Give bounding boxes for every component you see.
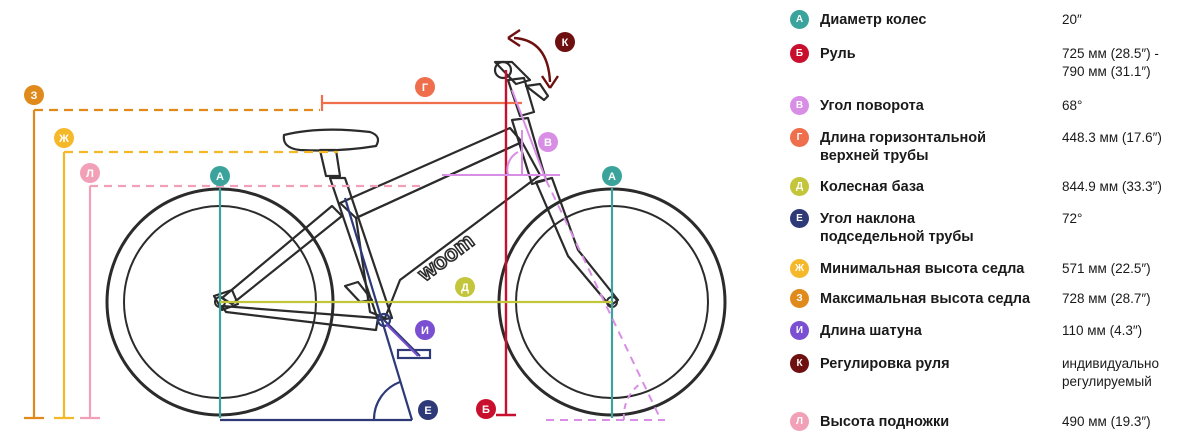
spec-label: Высота подножки — [820, 414, 950, 430]
marker-A-rear: А — [210, 166, 230, 186]
spec-value: 72° — [1062, 211, 1083, 226]
svg-text:Б: Б — [482, 404, 490, 416]
svg-text:З: З — [31, 90, 38, 102]
spec-label: Колесная база — [820, 179, 924, 195]
spec-badge: К — [790, 354, 809, 373]
marker-E: Е — [418, 400, 438, 420]
marker-I: И — [415, 320, 435, 340]
svg-text:Д: Д — [461, 282, 469, 294]
marker-K: К — [555, 32, 575, 52]
marker-ZH: Ж — [54, 128, 74, 148]
spec-value: 490 мм (19.3″) — [1062, 414, 1151, 429]
top-tube-length-line — [320, 95, 522, 111]
svg-text:В: В — [544, 137, 552, 149]
spec-badge: Е — [790, 209, 809, 228]
spec-label: Руль — [820, 46, 856, 62]
spec-value: 20″ — [1062, 12, 1082, 27]
spec-badge: И — [790, 321, 809, 340]
spec-value: 448.3 мм (17.6″) — [1062, 130, 1162, 145]
head-angle-lines — [442, 89, 665, 421]
geometry-spec-table: А Диаметр колес 20″ Б Руль 725 мм (28.5″) - 7… — [790, 0, 1201, 441]
spec-badge: Г — [790, 128, 809, 147]
svg-text:Г: Г — [422, 82, 429, 94]
svg-text:Ж: Ж — [58, 133, 69, 145]
spec-badge: Д — [790, 177, 809, 196]
spec-label: Регулировка руля — [820, 356, 950, 372]
marker-A-front: А — [602, 166, 622, 186]
marker-D: Д — [455, 277, 475, 297]
svg-text:К: К — [562, 37, 569, 49]
marker-L: Л — [80, 163, 100, 183]
spec-badge: Л — [790, 412, 809, 431]
svg-text:Е: Е — [424, 405, 431, 417]
spec-label: Длина горизонтальной верхней трубы — [820, 130, 987, 164]
spec-label: Диаметр колес — [820, 12, 927, 28]
spec-value: 68° — [1062, 98, 1083, 113]
min-saddle-height-line — [54, 150, 338, 420]
spec-label: Длина шатуна — [820, 323, 922, 339]
spec-label: Максимальная высота седла — [820, 291, 1031, 307]
spec-badge: Ж — [790, 259, 809, 278]
svg-text:И: И — [421, 325, 429, 337]
spec-label: Минимальная высота седла — [820, 261, 1025, 277]
marker-G: Г — [415, 77, 435, 97]
spec-value: индивидуально регулируемый — [1062, 356, 1159, 389]
standover-height-line — [80, 184, 420, 420]
svg-text:А: А — [216, 171, 224, 183]
crank-length-line — [385, 323, 419, 357]
svg-text:Л: Л — [86, 168, 94, 180]
marker-V: В — [538, 132, 558, 152]
bike-geometry-diagram: woom — [24, 29, 727, 422]
handlebar-adjust-arrow-icon — [507, 29, 559, 89]
spec-badge: Б — [790, 44, 809, 63]
spec-value: 725 мм (28.5″) - 790 мм (31.1″) — [1062, 46, 1159, 79]
spec-label: Угол поворота — [820, 98, 924, 114]
spec-badge: А — [790, 10, 809, 29]
spec-value: 571 мм (22.5″) — [1062, 261, 1151, 276]
spec-badge: В — [790, 96, 809, 115]
spec-value: 728 мм (28.7″) — [1062, 291, 1151, 306]
max-saddle-height-line — [24, 108, 320, 420]
spec-label: Угол наклона подседельной трубы — [820, 211, 974, 245]
marker-B: Б — [476, 399, 496, 419]
spec-value: 844.9 мм (33.3″) — [1062, 179, 1162, 194]
spec-badge: З — [790, 289, 809, 308]
marker-Z: З — [24, 85, 44, 105]
spec-value: 110 мм (4.3″) — [1062, 323, 1143, 338]
svg-text:А: А — [608, 171, 616, 183]
seat-tube-angle-lines — [220, 197, 432, 422]
handlebar-height-line — [496, 70, 516, 417]
